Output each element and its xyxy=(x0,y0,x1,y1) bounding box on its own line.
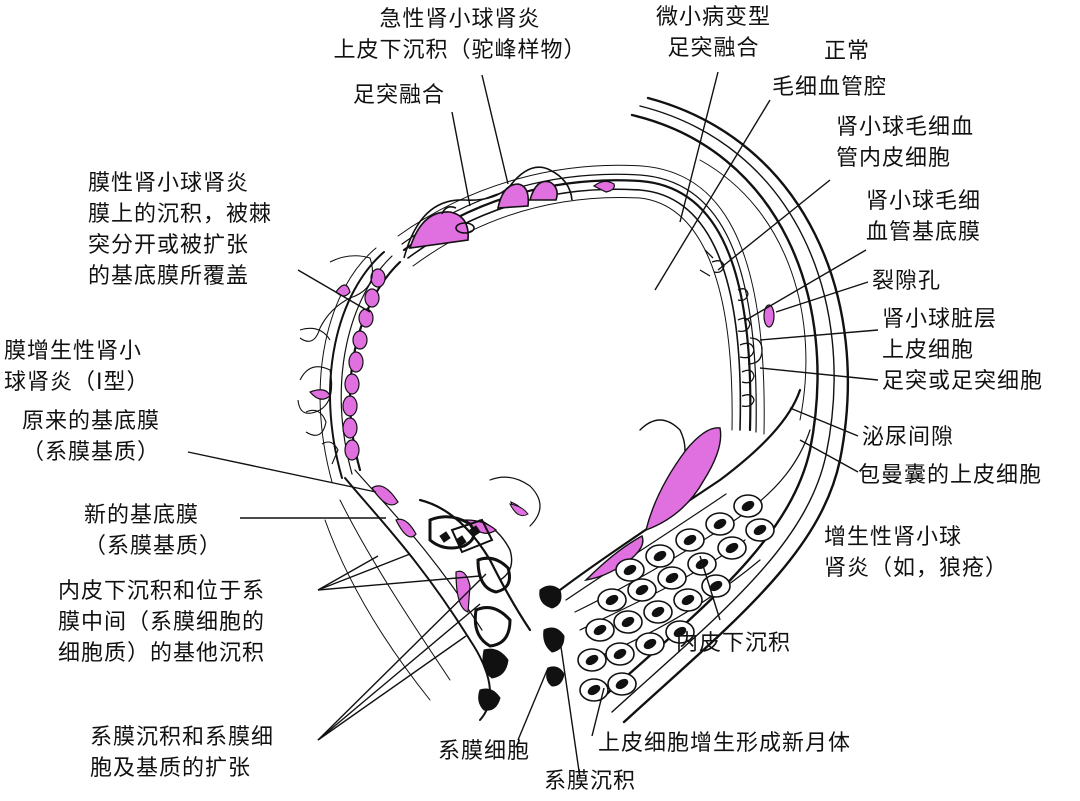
crescent-cell-nucleus xyxy=(593,624,607,636)
label-meso-deposit-text: 系膜沉积 xyxy=(544,769,637,794)
label-subendo-right-text: 内皮下沉积 xyxy=(676,631,792,656)
label-gbm-line1: 肾小球毛细 xyxy=(866,189,982,214)
label-proliferative: 增生性肾小球 肾炎（如，狼疮） xyxy=(824,522,1008,584)
label-subendo-meso: 内皮下沉积和位于系 膜中间（系膜细胞的 细胞质）的基他沉积 xyxy=(58,576,265,669)
label-visceral-epi: 肾小球脏层 上皮细胞 xyxy=(882,304,997,366)
crescent-cell-nucleus xyxy=(635,584,649,596)
label-crescent-text: 上皮细胞增生形成新月体 xyxy=(598,731,852,756)
label-acute-gn: 急性肾小球肾炎 上皮下沉积（驼峰样物） xyxy=(330,4,590,66)
label-visceral-epi-line1: 肾小球脏层 xyxy=(882,307,998,332)
label-endothelial-line1: 肾小球毛细血 xyxy=(836,115,975,140)
crescent-cell-nucleus xyxy=(741,500,755,512)
label-subendo-meso-line1: 内皮下沉积和位于系 xyxy=(58,579,266,604)
label-minimal-change-line1: 微小病变型 xyxy=(656,5,772,30)
label-orig-bm: 原来的基底膜 （系膜基质） xyxy=(22,406,160,468)
label-visceral-epi-line2: 上皮细胞 xyxy=(882,338,975,363)
label-mpgn-line2: 球肾炎（Ⅰ型） xyxy=(4,370,150,395)
mesangial-cells-left xyxy=(428,515,565,711)
label-meso-deposit: 系膜沉积 xyxy=(544,766,636,797)
acute-gn-humps xyxy=(403,166,573,259)
label-new-bm-line2: （系膜基质） xyxy=(84,534,223,559)
label-slit-pore: 裂隙孔 xyxy=(872,266,941,297)
label-bowman-epi-text: 包曼囊的上皮细胞 xyxy=(858,463,1043,488)
label-meso-expansion-line1: 系膜沉积和系膜细 xyxy=(90,725,275,750)
crescent-cell-nucleus xyxy=(651,606,665,618)
label-membranous-line2: 膜上的沉积，被棘 xyxy=(88,202,273,227)
crescent-cell-nucleus xyxy=(681,594,695,606)
membranous-deposits xyxy=(308,268,386,461)
label-foot-process: 足突或足突细胞 xyxy=(882,366,1043,397)
crescent-cell-nucleus xyxy=(613,648,627,660)
label-meso-cell: 系膜细胞 xyxy=(438,736,530,767)
crescent-cell-nucleus xyxy=(725,542,739,554)
label-membranous-line4: 的基底膜所覆盖 xyxy=(88,264,250,289)
label-capillary-lumen-text: 毛细血管腔 xyxy=(772,75,888,100)
label-membranous: 膜性肾小球肾炎 膜上的沉积，被棘 突分开或被扩张 的基底膜所覆盖 xyxy=(88,168,272,292)
crescent-cell-nucleus xyxy=(683,534,697,546)
label-urinary-space: 泌尿间隙 xyxy=(862,422,954,453)
crescent-cells xyxy=(577,494,775,702)
label-bowman-epi: 包曼囊的上皮细胞 xyxy=(858,460,1042,491)
label-foot-fusion-top-text: 足突融合 xyxy=(353,83,446,108)
left-epithelial-outlines xyxy=(297,255,374,465)
leader-lines xyxy=(187,71,879,779)
deposits-right xyxy=(592,180,775,328)
label-subendo-right: 内皮下沉积 xyxy=(676,628,791,659)
label-acute-gn-line1: 急性肾小球肾炎 xyxy=(379,7,541,32)
crescent-cell-nucleus xyxy=(621,616,635,628)
label-capillary-lumen: 毛细血管腔 xyxy=(772,72,887,103)
label-mpgn: 膜增生性肾小 球肾炎（Ⅰ型） xyxy=(4,336,150,398)
label-foot-fusion-top: 足突融合 xyxy=(353,80,445,111)
label-foot-process-text: 足突或足突细胞 xyxy=(882,369,1044,394)
deposit-center xyxy=(509,503,529,517)
label-meso-expansion: 系膜沉积和系膜细 胞及基质的扩张 xyxy=(90,722,274,784)
label-membranous-line3: 突分开或被扩张 xyxy=(88,233,250,258)
label-normal-text: 正常 xyxy=(824,39,871,64)
label-acute-gn-line2: 上皮下沉积（驼峰样物） xyxy=(333,38,587,63)
label-orig-bm-line1: 原来的基底膜 xyxy=(22,409,161,434)
crescent-cell-nucleus xyxy=(643,638,657,650)
label-minimal-change: 微小病变型 足突融合 xyxy=(656,2,771,64)
label-new-bm-line1: 新的基底膜 xyxy=(84,503,200,528)
crescent-cell-nucleus xyxy=(587,684,601,696)
crescent-cell-nucleus xyxy=(753,524,767,536)
crescent-cell-nucleus xyxy=(665,572,679,584)
label-subendo-meso-line2: 膜中间（系膜细胞的 xyxy=(58,610,266,635)
label-proliferative-line2: 肾炎（如，狼疮） xyxy=(824,556,1009,581)
subendothelial-deposits-right xyxy=(583,427,722,582)
label-proliferative-line1: 增生性肾小球 xyxy=(824,525,963,550)
label-membranous-line1: 膜性肾小球肾炎 xyxy=(88,171,250,196)
label-mpgn-line1: 膜增生性肾小 xyxy=(4,339,143,364)
capillary-wall-top-right xyxy=(397,164,765,435)
label-endothelial: 肾小球毛细血 管内皮细胞 xyxy=(836,112,974,174)
label-gbm: 肾小球毛细 血管基底膜 xyxy=(866,186,981,248)
label-slit-pore-text: 裂隙孔 xyxy=(872,269,942,294)
crescent-cell-nucleus xyxy=(713,518,727,530)
crescent-cell-nucleus xyxy=(673,626,687,638)
mesangium-left xyxy=(324,469,541,721)
crescent-cell-nucleus xyxy=(623,564,637,576)
bowman-capsule xyxy=(598,96,850,724)
label-meso-expansion-line2: 胞及基质的扩张 xyxy=(90,756,252,781)
foot-processes xyxy=(699,249,763,408)
label-new-bm: 新的基底膜 （系膜基质） xyxy=(84,500,222,562)
label-minimal-change-line2: 足突融合 xyxy=(667,36,760,61)
crescent-cell-nucleus xyxy=(653,550,667,562)
crescent-cell-nucleus xyxy=(585,654,599,666)
label-gbm-line2: 血管基底膜 xyxy=(866,220,982,245)
label-crescent: 上皮细胞增生形成新月体 xyxy=(598,728,851,759)
label-normal: 正常 xyxy=(824,36,870,67)
label-subendo-meso-line3: 细胞质）的基他沉积 xyxy=(58,641,266,666)
crescent-cell-nucleus xyxy=(605,594,619,606)
crescent-cell-nucleus xyxy=(615,678,629,690)
label-orig-bm-line2: （系膜基质） xyxy=(22,440,161,465)
label-meso-cell-text: 系膜细胞 xyxy=(438,739,531,764)
label-endothelial-line2: 管内皮细胞 xyxy=(836,146,952,171)
label-urinary-space-text: 泌尿间隙 xyxy=(862,425,955,450)
